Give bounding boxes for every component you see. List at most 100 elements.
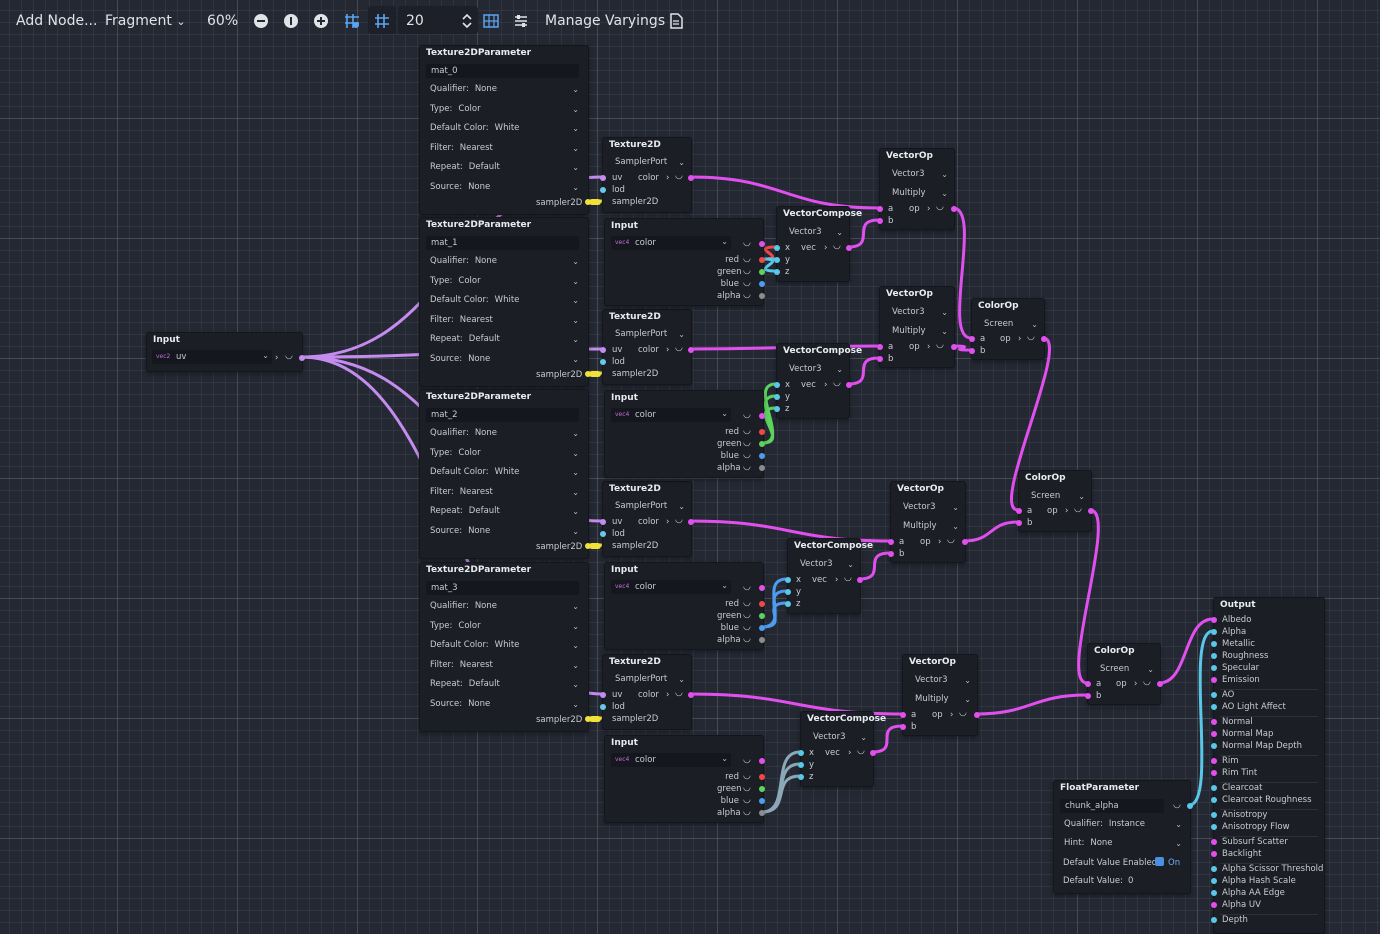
default-color-dropdown-3[interactable]: Default Color:White⌄ xyxy=(426,638,581,653)
op-output-port-3[interactable] xyxy=(974,712,980,718)
expand-icon[interactable]: ◡ xyxy=(1173,800,1181,810)
vector-op-operator-dropdown-3[interactable]: Multiply⌄ xyxy=(909,692,973,707)
vec-output-port-0[interactable] xyxy=(846,245,852,251)
blue-output-port-1[interactable] xyxy=(759,453,765,459)
blue-output-port-2[interactable] xyxy=(759,625,765,631)
x-input-port-0[interactable] xyxy=(774,245,780,251)
b-input-port-0[interactable] xyxy=(969,348,975,354)
expand-icon[interactable]: ◡ xyxy=(743,582,751,592)
parameter-name-field-1[interactable]: mat_1 xyxy=(426,236,579,250)
expand-icon[interactable]: ◡ xyxy=(1143,677,1151,687)
vector-op-operator-dropdown-1[interactable]: Multiply⌄ xyxy=(886,324,950,339)
expand-icon[interactable]: ◡ xyxy=(743,634,751,644)
color-output-port-1[interactable] xyxy=(688,347,694,353)
expand-icon[interactable]: ◡ xyxy=(743,795,751,805)
output-port-12[interactable] xyxy=(1211,770,1217,776)
expand-icon[interactable]: ◡ xyxy=(743,278,751,288)
b-input-port-1[interactable] xyxy=(877,356,883,362)
expand-icon[interactable]: ◡ xyxy=(844,573,852,583)
op-output-port-2[interactable] xyxy=(1157,681,1163,687)
repeat-dropdown-1[interactable]: Repeat:Default⌄ xyxy=(426,332,581,347)
y-input-port-0[interactable] xyxy=(774,257,780,263)
expand-icon[interactable]: ◡ xyxy=(743,238,751,248)
a-input-port-2[interactable] xyxy=(888,539,894,545)
lod-input-port-1[interactable] xyxy=(600,359,606,365)
expand-icon[interactable]: ◡ xyxy=(743,622,751,632)
output-port-1[interactable] xyxy=(1211,629,1217,635)
z-input-port-0[interactable] xyxy=(774,269,780,275)
zoom-in-icon[interactable] xyxy=(312,12,330,30)
parameter-name-field-3[interactable]: mat_3 xyxy=(426,581,579,595)
output-port-9[interactable] xyxy=(1211,731,1217,737)
output-port-17[interactable] xyxy=(1211,839,1217,845)
expand-icon[interactable]: ◡ xyxy=(743,598,751,608)
expand-icon[interactable]: ◡ xyxy=(675,515,683,525)
float-hint-dropdown[interactable]: Hint:None⌄ xyxy=(1060,836,1184,851)
blend-mode-dropdown-2[interactable]: Screen⌄ xyxy=(1094,662,1156,677)
type-dropdown-0[interactable]: Type:Color⌄ xyxy=(426,102,581,117)
output-port-0[interactable] xyxy=(1211,617,1217,623)
output-port-19[interactable] xyxy=(1211,866,1217,872)
zoom-reset-icon[interactable] xyxy=(282,12,300,30)
vector-type-dropdown-2[interactable]: Vector3⌄ xyxy=(794,557,856,572)
vec-output-port-3[interactable] xyxy=(870,750,876,756)
grid-snap-icon[interactable] xyxy=(343,12,361,30)
repeat-dropdown-2[interactable]: Repeat:Default⌄ xyxy=(426,504,581,519)
uv-input-port-2[interactable] xyxy=(600,519,606,525)
source-dropdown-3[interactable]: Source:None⌄ xyxy=(426,697,581,712)
a-input-port-3[interactable] xyxy=(900,712,906,718)
op-output-port-2[interactable] xyxy=(962,539,968,545)
vec-output-port-1[interactable] xyxy=(846,382,852,388)
z-input-port-1[interactable] xyxy=(774,406,780,412)
expand-icon[interactable]: ◡ xyxy=(285,351,293,361)
red-output-port-2[interactable] xyxy=(759,601,765,607)
z-input-port-2[interactable] xyxy=(785,601,791,607)
expand-icon[interactable]: ◡ xyxy=(743,807,751,817)
expand-icon[interactable]: ◡ xyxy=(947,535,955,545)
vector-op-type-dropdown-0[interactable]: Vector3⌄ xyxy=(886,167,950,182)
output-port-11[interactable] xyxy=(1211,758,1217,764)
default-color-dropdown-2[interactable]: Default Color:White⌄ xyxy=(426,465,581,480)
alpha-output-port-2[interactable] xyxy=(759,637,765,643)
output-port-13[interactable] xyxy=(1211,785,1217,791)
output-port-16[interactable] xyxy=(1211,824,1217,830)
vector-type-dropdown-0[interactable]: Vector3⌄ xyxy=(783,225,845,240)
add-node-button[interactable]: Add Node... xyxy=(16,13,98,29)
color-output-port-2[interactable] xyxy=(759,585,765,591)
minimap-icon[interactable] xyxy=(482,12,500,30)
output-port-7[interactable] xyxy=(1211,704,1217,710)
manage-varyings-button[interactable]: Manage Varyings xyxy=(545,13,666,29)
uv-output-port[interactable] xyxy=(299,355,305,361)
qualifier-dropdown-3[interactable]: Qualifier:None⌄ xyxy=(426,599,581,614)
type-dropdown-2[interactable]: Type:Color⌄ xyxy=(426,446,581,461)
output-port-15[interactable] xyxy=(1211,812,1217,818)
blend-mode-dropdown-1[interactable]: Screen⌄ xyxy=(1025,489,1087,504)
expand-icon[interactable]: ◡ xyxy=(743,462,751,472)
zoom-level-label[interactable]: 60% xyxy=(207,13,239,29)
a-input-port-1[interactable] xyxy=(877,344,883,350)
y-input-port-1[interactable] xyxy=(774,394,780,400)
x-input-port-3[interactable] xyxy=(798,750,804,756)
y-input-port-2[interactable] xyxy=(785,589,791,595)
green-output-port-0[interactable] xyxy=(759,269,765,275)
b-input-port-0[interactable] xyxy=(877,218,883,224)
qualifier-dropdown-0[interactable]: Qualifier:None⌄ xyxy=(426,82,581,97)
source-dropdown-0[interactable]: Source:None⌄ xyxy=(426,180,581,195)
expand-icon[interactable]: ◡ xyxy=(675,171,683,181)
grid-toggle-button[interactable] xyxy=(368,6,396,34)
b-input-port-3[interactable] xyxy=(900,724,906,730)
